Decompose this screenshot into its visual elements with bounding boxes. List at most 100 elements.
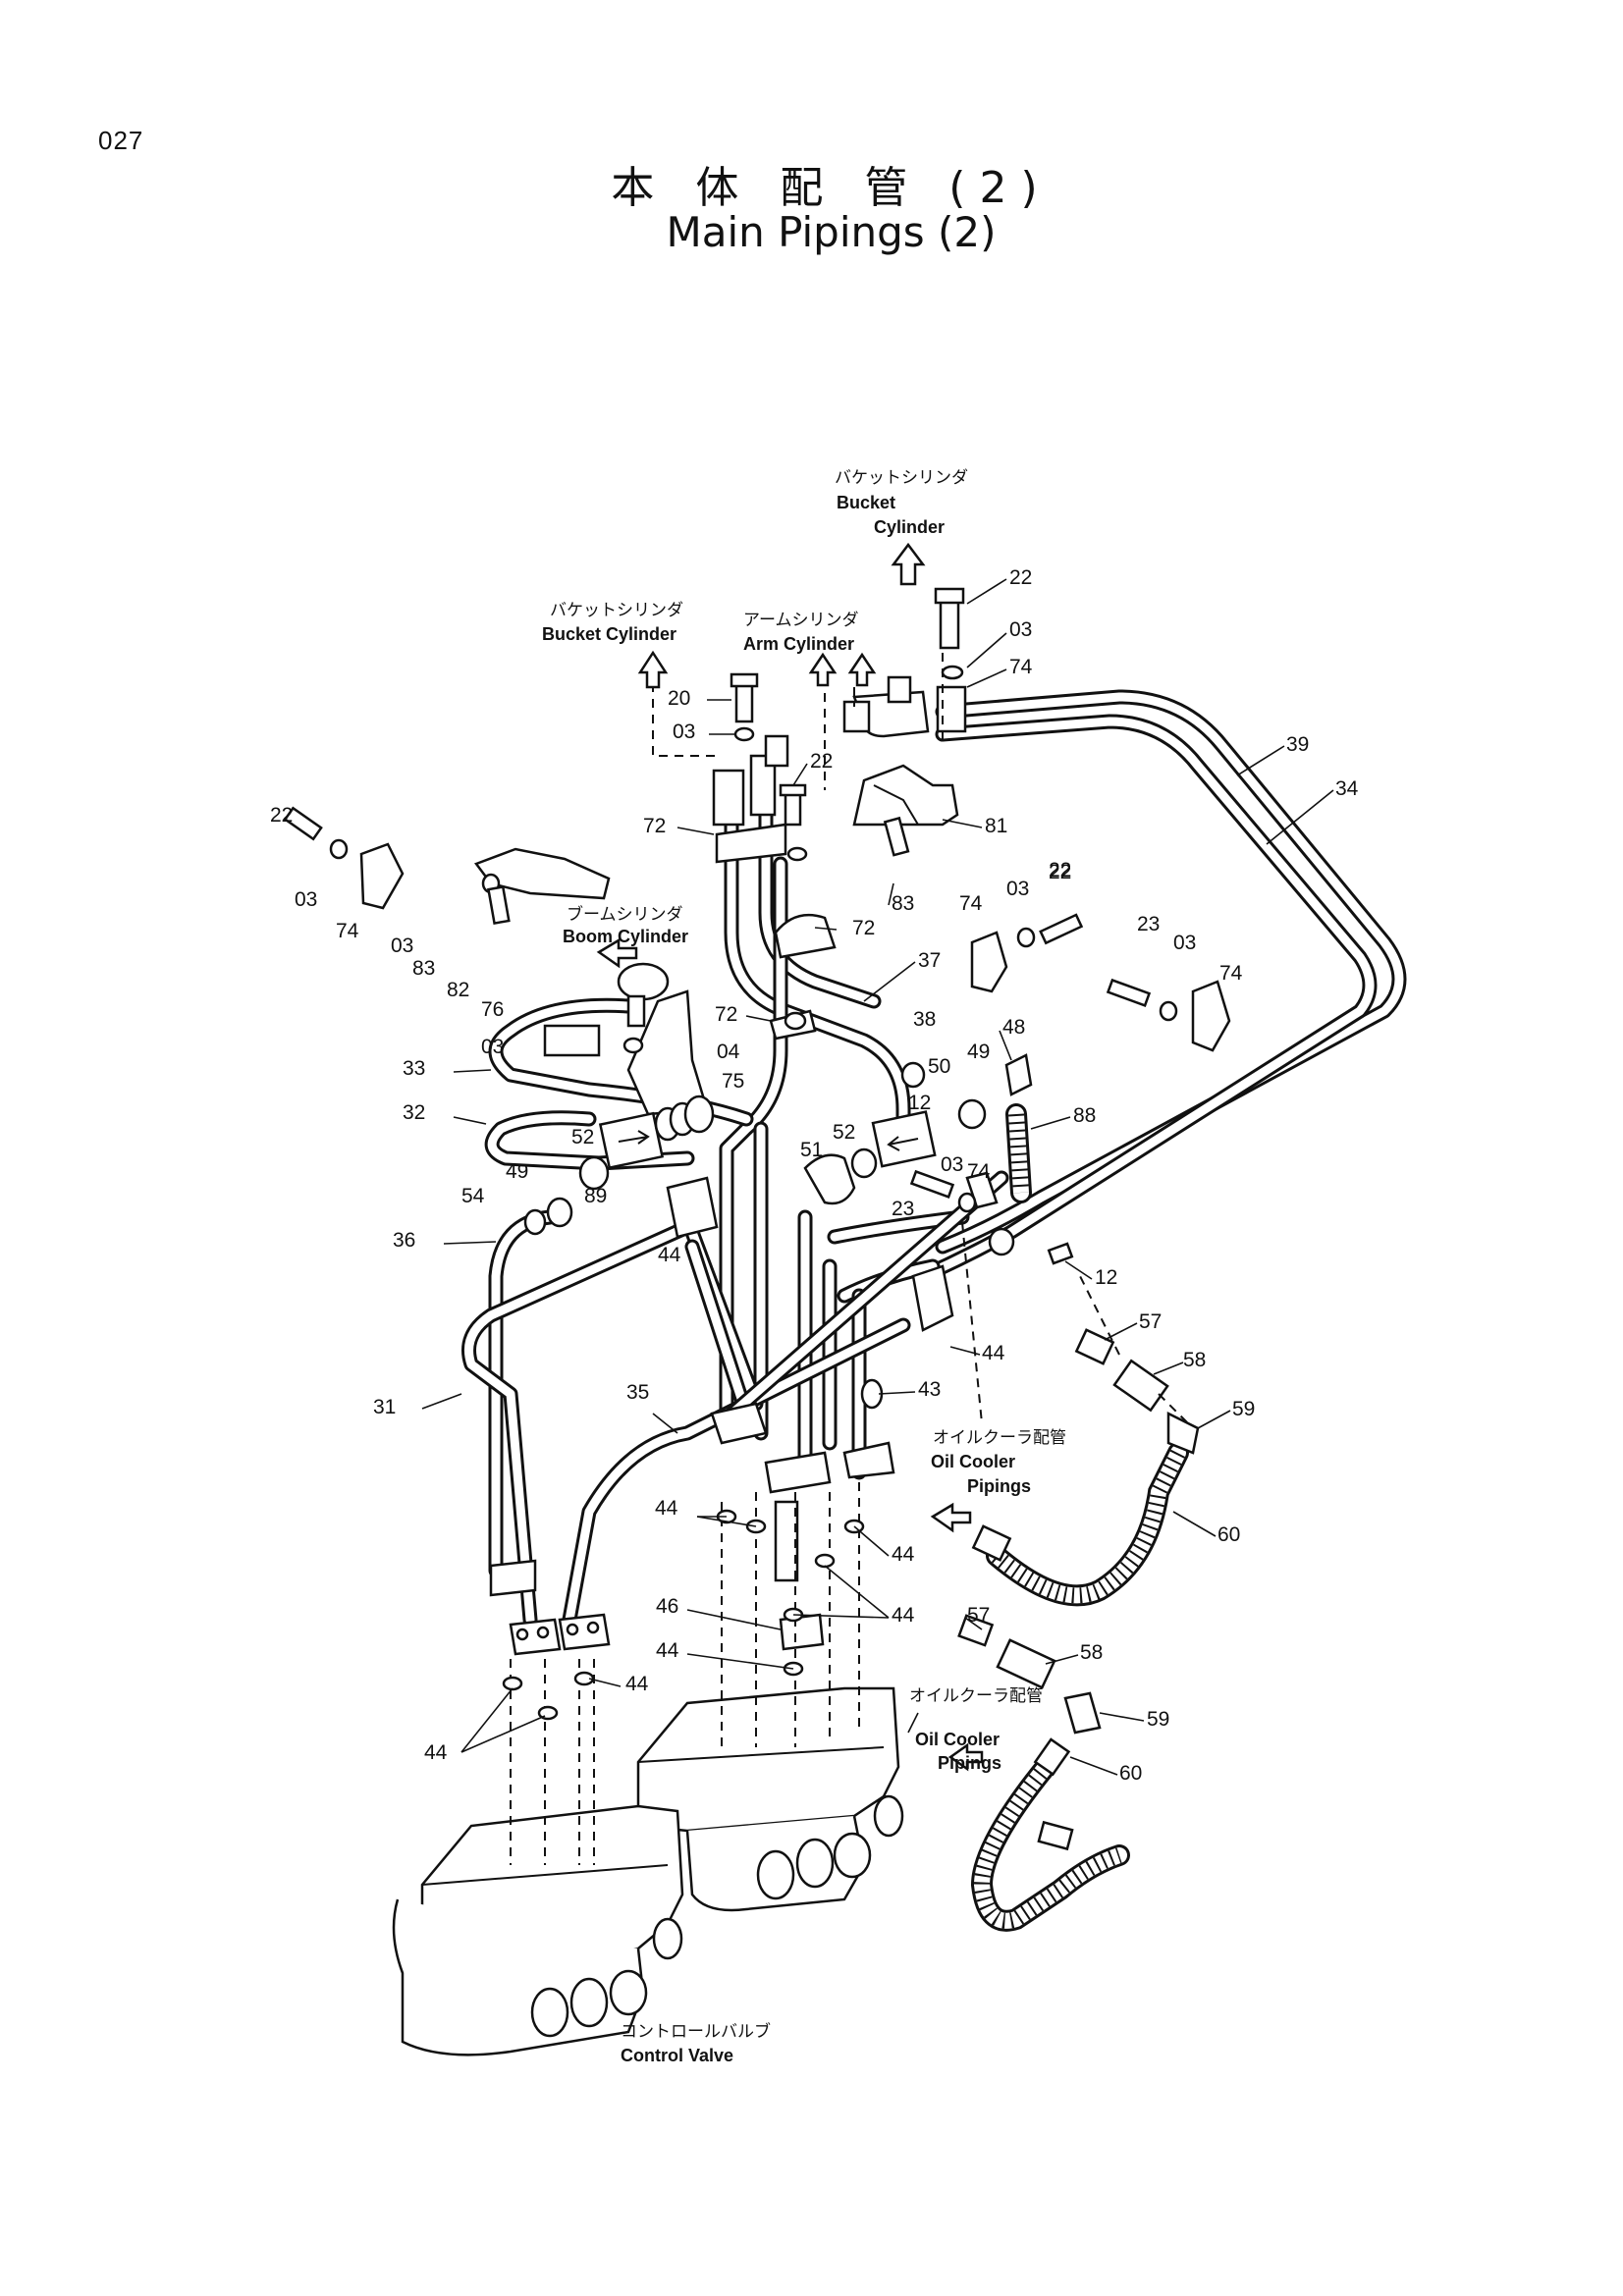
callout: 59: [1147, 1708, 1169, 1731]
callout: 74: [959, 892, 983, 915]
callout: 81: [985, 815, 1007, 837]
callout: 74: [967, 1160, 991, 1183]
callout: 44: [892, 1543, 915, 1566]
callout: 03: [391, 934, 413, 957]
dest-jp-6: オイルクーラ配管: [909, 1686, 1043, 1706]
dest-en-6a: Oil Cooler: [915, 1730, 1000, 1749]
control-valve-front: [392, 1804, 684, 2056]
dest-jp-7: コントロールバルブ: [621, 2021, 771, 2042]
callout: 49: [506, 1160, 528, 1183]
title-japanese: 本 体 配 管 (2): [611, 163, 1052, 213]
dest-jp-5: オイルクーラ配管: [933, 1428, 1066, 1448]
callout: 03: [481, 1036, 504, 1058]
dest-jp-3: アームシリンダ: [743, 611, 858, 630]
pipe-39-34-loop: [915, 689, 1407, 1284]
callout: 22: [270, 804, 293, 827]
callout: 22: [1049, 861, 1071, 883]
callout: 12: [908, 1092, 931, 1114]
callout: 44: [655, 1497, 678, 1520]
callout: 44: [892, 1604, 915, 1627]
leader-lines: [421, 578, 1334, 1776]
callout: 76: [481, 998, 504, 1021]
bolts-and-washers: [283, 587, 1178, 1721]
callout: 32: [403, 1101, 425, 1124]
callout: 03: [673, 721, 695, 743]
callout: 57: [967, 1604, 990, 1627]
hose-88: [1005, 1103, 1032, 1203]
callout: 59: [1232, 1398, 1255, 1420]
dest-en-7: Control Valve: [621, 2046, 733, 2065]
callout: 50: [928, 1055, 950, 1078]
callout: 23: [1137, 913, 1160, 935]
callout: 03: [941, 1153, 963, 1176]
callout: 03: [1009, 618, 1032, 641]
bracket-81: [852, 764, 959, 827]
callout: 43: [918, 1378, 941, 1401]
callout: 60: [1217, 1523, 1240, 1546]
dest-en-5a: Oil Cooler: [931, 1452, 1015, 1471]
callout: 72: [715, 1003, 737, 1026]
part-callouts: 22 03 74 39 34 20 03 22 72 81 22 03 74 8…: [270, 566, 1359, 1785]
callout: 22: [1049, 859, 1071, 881]
callout: 48: [1002, 1016, 1025, 1039]
callout: 44: [656, 1639, 679, 1662]
callout: 31: [373, 1396, 396, 1418]
callout: 51: [800, 1139, 823, 1161]
oil-cooler-fittings: [957, 1328, 1200, 1735]
callout: 39: [1286, 733, 1309, 756]
dest-en-4: Boom Cylinder: [563, 927, 688, 946]
callout: 82: [447, 979, 469, 1001]
callout: 38: [913, 1008, 936, 1031]
callout: 03: [1173, 932, 1196, 954]
callout: 88: [1073, 1104, 1096, 1127]
page-number: 027: [98, 126, 144, 155]
callout: 72: [643, 815, 666, 837]
callout: 57: [1139, 1310, 1162, 1333]
callout: 74: [1219, 962, 1243, 985]
dest-en-2: Bucket Cylinder: [542, 624, 676, 644]
callout: 12: [1095, 1266, 1117, 1289]
elbow-upper-right: [842, 675, 967, 738]
callout: 54: [461, 1185, 485, 1207]
callout: 44: [625, 1673, 649, 1695]
dest-jp-2: バケットシリンダ: [550, 601, 683, 620]
title-english: Main Pipings (2): [666, 208, 997, 256]
callout: 83: [892, 892, 914, 915]
dest-en-5b: Pipings: [967, 1476, 1031, 1496]
callout: 37: [918, 949, 941, 972]
callout: 44: [658, 1244, 681, 1266]
callout: 44: [982, 1342, 1005, 1364]
clamp-72-upper: [712, 734, 789, 864]
destination-labels: バケットシリンダ Bucket Cylinder バケットシリンダ Bucket…: [542, 468, 1066, 2065]
callout: 75: [722, 1070, 744, 1093]
callout: 04: [717, 1041, 740, 1063]
hose-60-lower: [970, 1737, 1130, 1932]
callout: 60: [1119, 1762, 1142, 1785]
callout: 52: [571, 1126, 594, 1148]
callout: 20: [668, 687, 690, 710]
fittings: [523, 1053, 1033, 1582]
dest-jp-1: バケットシリンダ: [835, 468, 968, 488]
control-valve-rear: [636, 1686, 904, 1912]
hose-60-upper: [971, 1442, 1189, 1607]
callout: 52: [833, 1121, 855, 1144]
dest-en-1b: Cylinder: [874, 517, 945, 537]
callout: 03: [295, 888, 317, 911]
flange-group: [489, 1402, 895, 1656]
callout: 74: [1009, 656, 1033, 678]
direction-arrows: [596, 542, 984, 1772]
callout: 58: [1183, 1349, 1206, 1371]
callout: 23: [892, 1198, 914, 1220]
callout: 58: [1080, 1641, 1103, 1664]
callout: 22: [810, 750, 833, 773]
dest-en-1a: Bucket: [837, 493, 895, 512]
dest-jp-4: ブームシリンダ: [567, 904, 683, 925]
callout: 22: [1009, 566, 1032, 589]
clamps-74: [359, 842, 1231, 1332]
callout: 46: [656, 1595, 678, 1618]
callout: 36: [393, 1229, 415, 1252]
dest-en-3: Arm Cylinder: [743, 634, 854, 654]
callout: 33: [403, 1057, 425, 1080]
